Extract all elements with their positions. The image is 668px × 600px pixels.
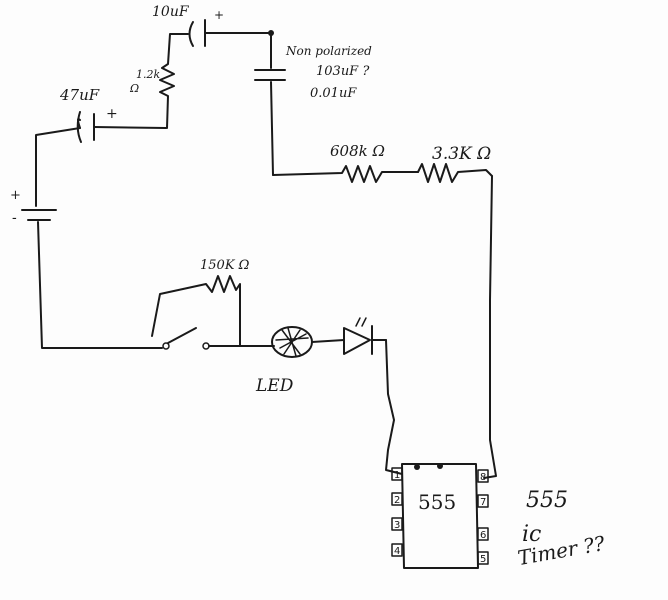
capacitor-47uf bbox=[76, 111, 167, 143]
label-nonpolar-1: Non polarized bbox=[286, 44, 372, 58]
battery-symbol bbox=[21, 209, 57, 221]
label-battery-minus: - bbox=[12, 210, 17, 226]
label-nonpolar-3: 0.01uF bbox=[310, 86, 357, 101]
label-1-2k-unit: Ω bbox=[130, 82, 140, 95]
wire-battery-bottom bbox=[37, 221, 163, 349]
label-ic-note-ic: ic bbox=[522, 522, 542, 547]
pin-1: 1 bbox=[394, 470, 400, 481]
ic-555-chip: 1 2 3 4 5 6 7 8 bbox=[391, 463, 489, 569]
wire-diode-to-ic bbox=[385, 339, 403, 475]
resistor-1-2k bbox=[159, 33, 189, 129]
label-10uf: 10uF bbox=[152, 4, 189, 20]
pin-2: 2 bbox=[394, 495, 400, 506]
label-47uf-plus: + bbox=[106, 106, 118, 122]
pin-5: 5 bbox=[480, 554, 486, 565]
capacitor-10uf bbox=[188, 19, 274, 47]
diode-symbol bbox=[343, 317, 387, 355]
resistor-150k bbox=[151, 275, 241, 347]
led-symbol bbox=[271, 326, 345, 358]
pin-4: 4 bbox=[394, 546, 400, 557]
wire-battery-top bbox=[35, 127, 81, 207]
label-battery-plus: + bbox=[10, 188, 21, 203]
label-47uf: 47uF bbox=[60, 86, 100, 104]
label-nonpolar-2: 103uF ? bbox=[316, 64, 370, 79]
resistor-608k bbox=[272, 165, 419, 183]
label-608k: 608k Ω bbox=[330, 142, 385, 160]
pin-3: 3 bbox=[394, 520, 400, 531]
wire-right-to-pin8 bbox=[483, 175, 497, 479]
label-ic-center: 555 bbox=[418, 490, 457, 514]
pin-7: 7 bbox=[480, 497, 486, 508]
resistor-3-3k bbox=[417, 163, 493, 183]
label-led: LED bbox=[256, 376, 294, 396]
capacitor-nonpolar bbox=[254, 32, 286, 176]
label-1-2k: 1.2k bbox=[136, 68, 161, 81]
label-3-3k: 3.3K Ω bbox=[432, 144, 492, 164]
switch bbox=[162, 327, 275, 350]
pin-8: 8 bbox=[480, 472, 486, 483]
label-150k: 150K Ω bbox=[200, 258, 250, 273]
label-ic-note-555: 555 bbox=[526, 488, 568, 513]
pin-6: 6 bbox=[480, 530, 486, 541]
label-10uf-plus: + bbox=[214, 8, 225, 22]
